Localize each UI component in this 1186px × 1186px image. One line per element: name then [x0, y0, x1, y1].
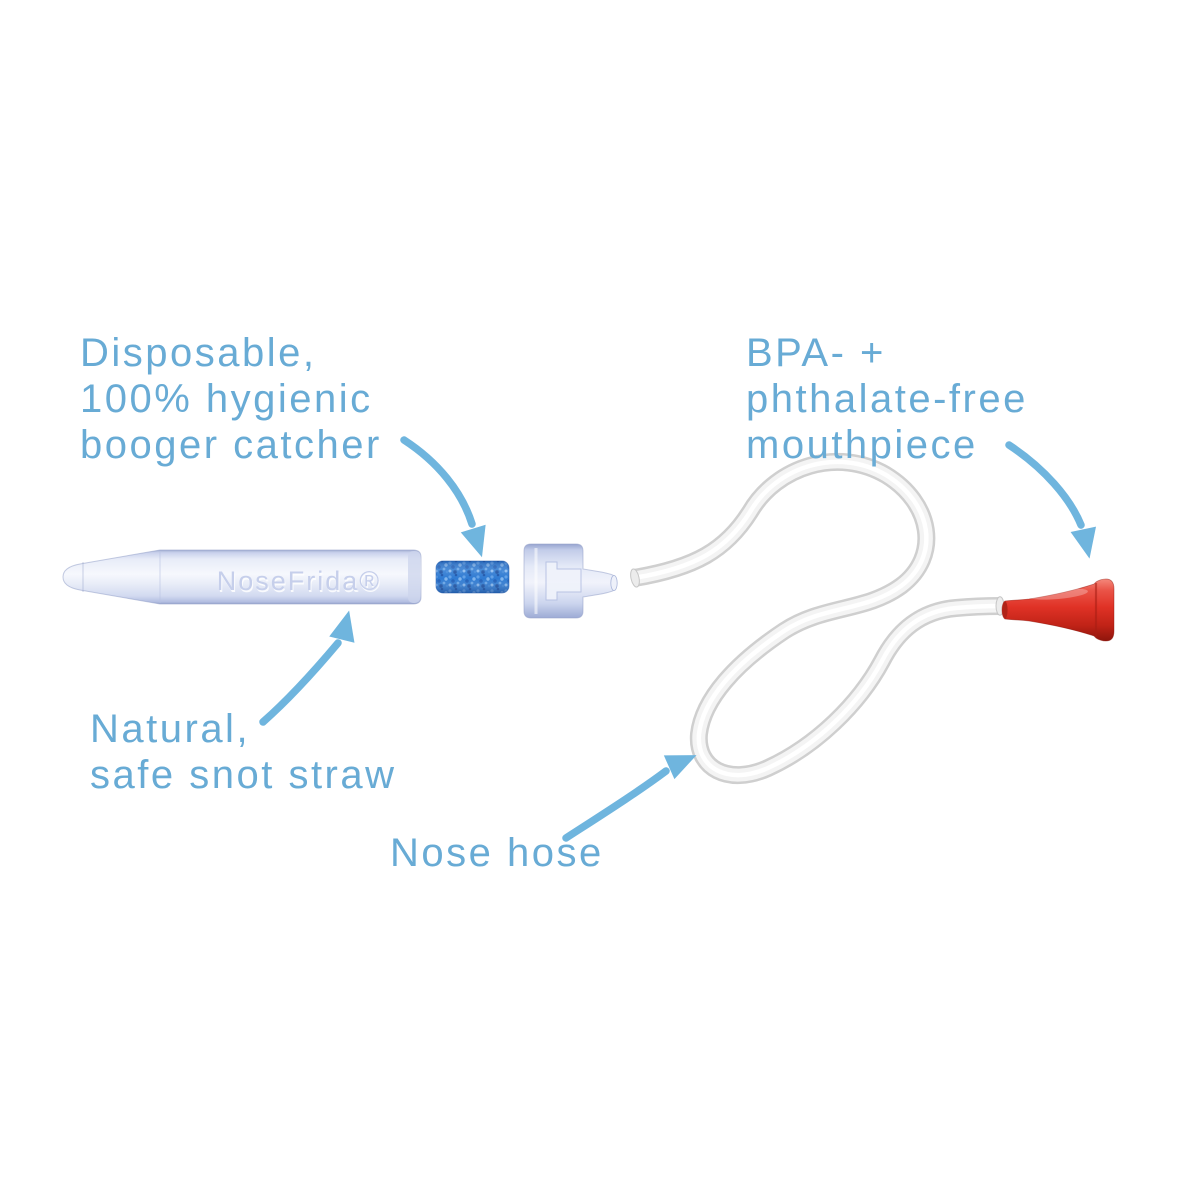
brand-embossed-text: NoseFrida® [217, 566, 381, 596]
label-snot-straw-line-1: Natural, [90, 707, 251, 751]
snot-straw-tube: ​ NoseFrida® NoseFrida® [62, 549, 422, 605]
arrow-to-straw-icon [259, 610, 355, 726]
label-mouthpiece: BPA- + phthalate-free mouthpiece [746, 330, 1028, 468]
cap-inner-bore [545, 561, 582, 601]
label-mouthpiece-line-3: mouthpiece [746, 423, 978, 467]
label-nose-hose-line-1: Nose hose [390, 831, 604, 875]
label-nose-hose: Nose hose [390, 830, 604, 876]
label-snot-straw: Natural, safe snot straw [90, 706, 397, 798]
label-booger-catcher: Disposable, 100% hygienic booger catcher [80, 330, 382, 468]
tube-open-end [408, 551, 420, 603]
hygiene-filter-foam [435, 560, 510, 594]
red-mouthpiece [1001, 578, 1115, 642]
nose-hose-tube [630, 453, 1005, 785]
label-mouthpiece-line-1: BPA- + [746, 331, 886, 375]
label-booger-catcher-line-3: booger catcher [80, 423, 382, 467]
label-booger-catcher-line-1: Disposable, [80, 331, 317, 375]
mouthpiece-highlight [1028, 588, 1088, 600]
arrow-to-filter-icon [400, 436, 486, 558]
label-mouthpiece-line-2: phthalate-free [746, 377, 1028, 421]
hose-open-end-left [630, 568, 640, 588]
arrow-to-hose-icon [562, 755, 697, 842]
filter-cap [523, 543, 618, 619]
label-booger-catcher-line-2: 100% hygienic [80, 377, 373, 421]
cap-nozzle-tip [610, 575, 618, 591]
mouthpiece-opening [1002, 601, 1008, 619]
label-snot-straw-line-2: safe snot straw [90, 753, 397, 797]
arrow-to-mouthpiece-icon [1005, 441, 1097, 559]
brand-embossed-shadow: NoseFrida® [218, 568, 382, 598]
